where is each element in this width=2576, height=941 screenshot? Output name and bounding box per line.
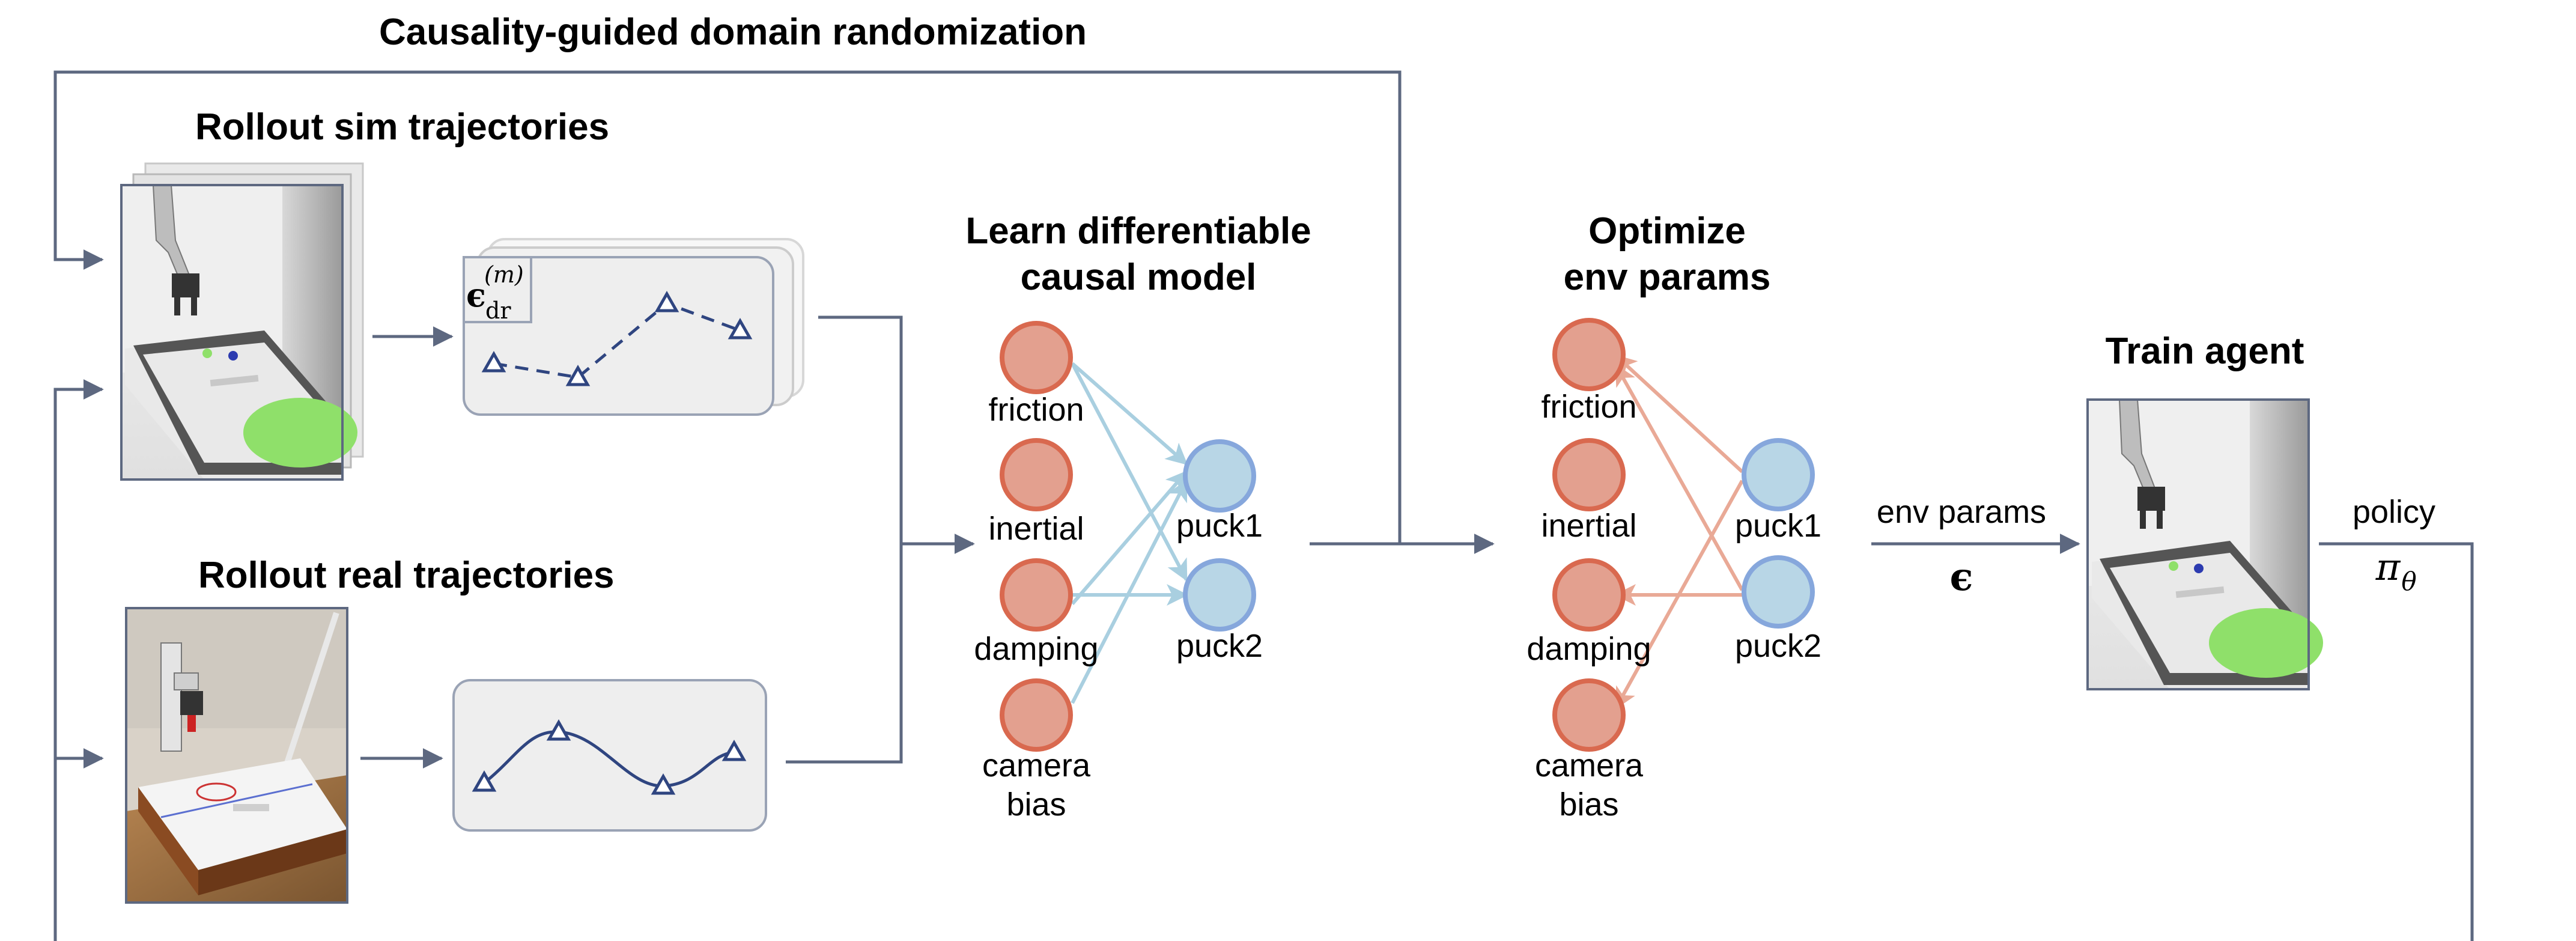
causal-param-label-friction: friction	[988, 392, 1084, 428]
optimize-param-label-damping: damping	[1526, 631, 1651, 667]
real-trajectory-markers	[472, 719, 747, 795]
causal-param-label-bias: bias	[1006, 787, 1066, 823]
env-params-label: env params	[1877, 494, 2046, 530]
learn-label-line2: causal model	[1021, 257, 1257, 298]
robot-real-image	[125, 607, 348, 904]
optimize-label-line1: Optimize	[1588, 210, 1746, 252]
causal-param-label-inertial: inertial	[988, 511, 1084, 547]
causal-output-label-puck1: puck1	[1176, 508, 1263, 544]
causal-param-nodes	[1000, 321, 1073, 752]
merge-lines	[786, 315, 975, 764]
causal-output-label-puck2: puck2	[1176, 628, 1263, 664]
robot-sim-image	[120, 162, 364, 481]
sim-box-symbol: ϵ	[466, 276, 486, 314]
rollout-sim-label: Rollout sim trajectories	[195, 106, 609, 148]
policy-label: policy	[2353, 494, 2435, 530]
optimize-label-line2: env params	[1564, 257, 1771, 298]
policy-subscript: θ	[2401, 567, 2416, 596]
optimize-param-label-friction: friction	[1541, 389, 1636, 425]
optimize-output-label-puck2: puck2	[1735, 628, 1821, 664]
sim-box-subscript: dr	[485, 297, 511, 324]
sim-trajectory-markers	[481, 290, 753, 386]
outer-loop	[53, 70, 2474, 941]
learn-label-line1: Learn differentiable	[965, 210, 1311, 252]
optimize-param-label-camera: camera	[1535, 748, 1644, 784]
causal-param-label-camera: camera	[982, 748, 1091, 784]
optimize-graph: friction inertial damping camera bias pu…	[1526, 318, 1821, 823]
optimize-param-nodes	[1552, 318, 1626, 752]
optimize-param-label-inertial: inertial	[1541, 508, 1636, 544]
diagram-title: Causality-guided domain randomization	[379, 11, 1087, 53]
sim-box-superscript: (m)	[484, 261, 524, 288]
optimize-output-label-puck1: puck1	[1735, 508, 1821, 544]
sim-trajectory-box: ϵ (m) dr	[463, 238, 804, 416]
real-trajectory-box	[452, 679, 767, 832]
robot-agent-image	[2086, 398, 2323, 690]
causal-model-graph: friction inertial damping camera bias pu…	[974, 321, 1263, 823]
optimize-param-label-bias: bias	[1559, 787, 1618, 823]
causal-param-label-damping: damping	[974, 631, 1098, 667]
policy-symbol: π	[2375, 545, 2401, 589]
causal-output-nodes	[1183, 439, 1256, 632]
optimize-edges	[1614, 354, 1744, 710]
optimize-output-nodes	[1742, 438, 1815, 629]
rollout-real-label: Rollout real trajectories	[198, 555, 615, 596]
env-params-symbol: ϵ	[1950, 555, 1973, 600]
causal-model-edges	[1071, 362, 1188, 704]
train-agent-label: Train agent	[2106, 330, 2304, 372]
